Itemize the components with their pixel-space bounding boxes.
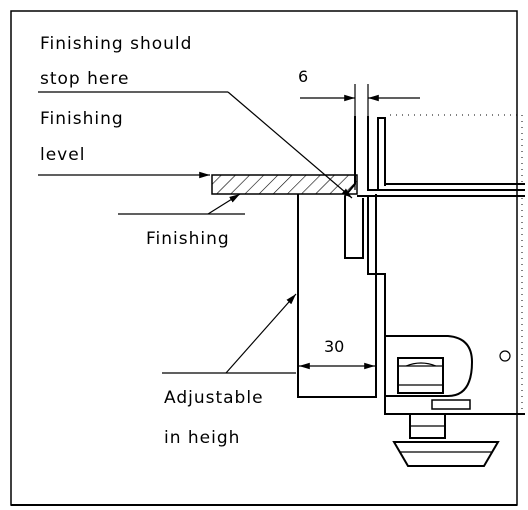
foot-clip [431,399,471,410]
housing-wall [367,196,525,415]
label-finishing-stop-line1: Finishing should [40,34,192,54]
dimension-30-value: 30 [324,337,344,356]
label-adjustable-line2: in heigh [164,428,240,448]
foot-pad [392,441,500,467]
fixing-hole [499,350,511,362]
dimension-6-value: 6 [298,67,308,86]
hex-nut-curve [405,362,437,367]
hex-nut [397,357,444,394]
leader-adjustable [225,293,297,374]
label-finishing-stop-line2: stop here [40,69,129,89]
finishing-layer [211,174,358,195]
label-finishing-level-line2: level [40,145,85,165]
label-adjustable-line1: Adjustable [164,388,264,408]
bracket [385,335,474,397]
label-finishing: Finishing [146,229,230,249]
edge-profile-outer [344,116,364,259]
label-finishing-level-line1: Finishing [40,109,124,129]
leader-finishing [207,193,241,215]
edge-profile-inner [367,116,386,191]
